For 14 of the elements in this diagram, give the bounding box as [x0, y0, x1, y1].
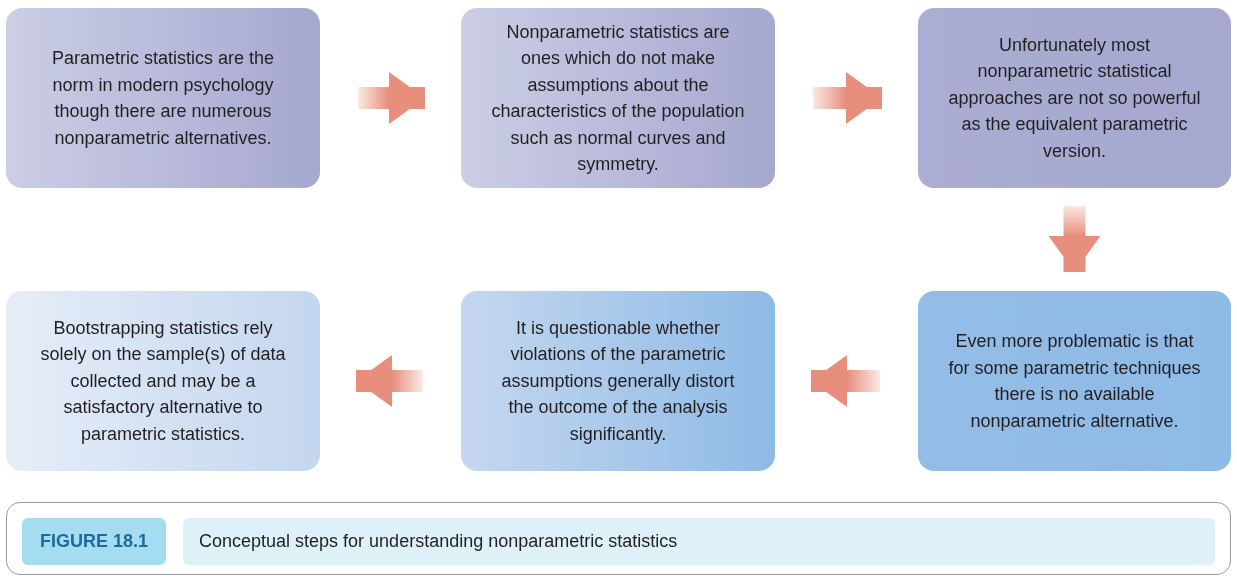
step-box	[918, 8, 1231, 188]
step-box	[6, 291, 320, 471]
step-text: Unfortunately most nonparametric statistical approaches are not so powerful as the equivalent parametric version.	[948, 33, 1201, 163]
figure-caption: Conceptual steps for understanding nonparametric statistics	[183, 518, 1215, 565]
step-text: Parametric statistics are the norm in modern psychology though there are numerous nonparametric alternatives.	[50, 47, 276, 150]
step-text: It is questionable whether violations of the parametric assumptions generally distort the outcome of the analysis significantly.	[500, 316, 736, 446]
figure-number: FIGURE 18.1	[22, 518, 166, 565]
step-text: Nonparametric statistics are ones which do not make assumptions about the characteristics of the population such as normal curves and symmetry.	[491, 20, 745, 176]
step-box	[461, 291, 775, 471]
step-box	[461, 8, 775, 188]
step-box	[6, 8, 320, 188]
step-box	[918, 291, 1231, 471]
step-text: Bootstrapping statistics rely solely on the sample(s) of data collected and may be a satisfactory alternative to parametric statistics.	[39, 316, 287, 446]
step-text: Even more problematic is that for some parametric techniques there is no available nonparametric alternative.	[948, 330, 1201, 433]
